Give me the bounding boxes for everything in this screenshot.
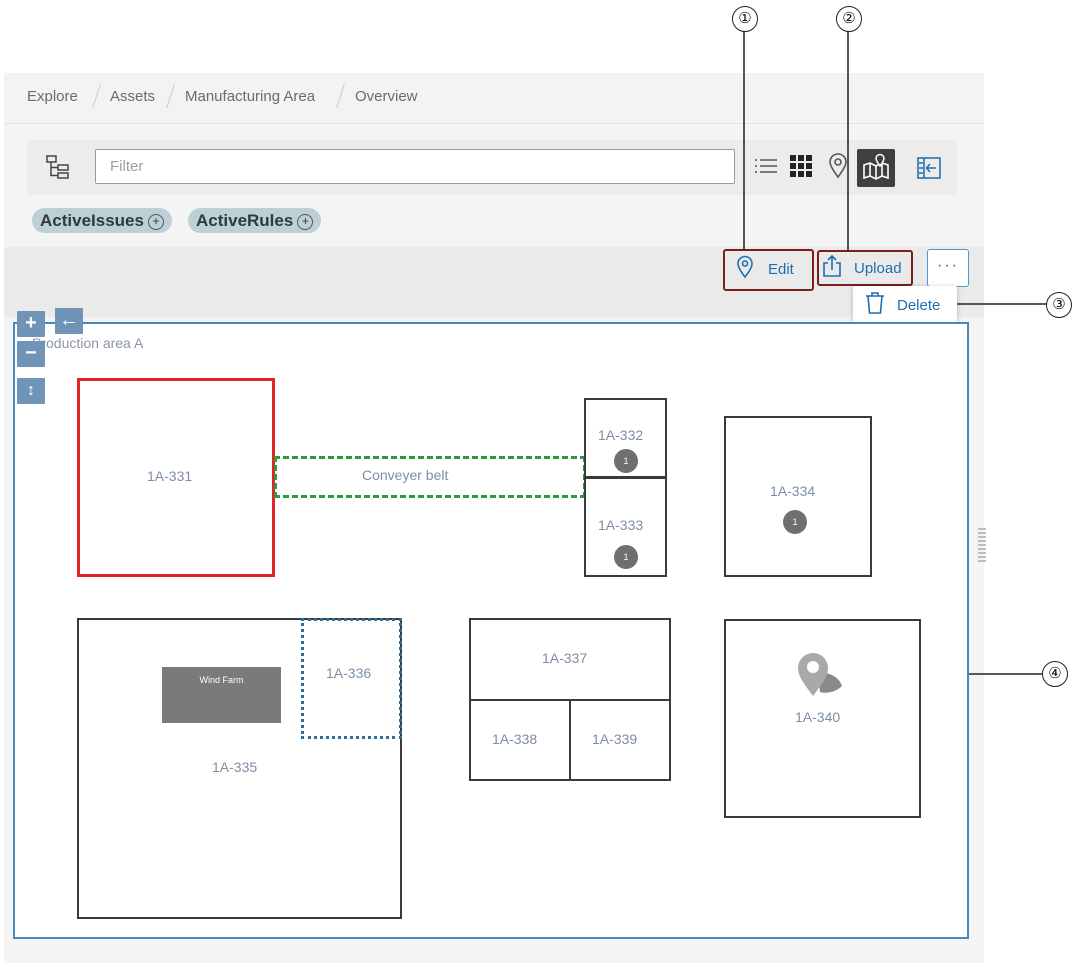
wind-farm-label: Wind Farm bbox=[199, 675, 244, 685]
room-label: 1A-336 bbox=[326, 665, 372, 681]
conveyor-label: Conveyer belt bbox=[362, 467, 449, 483]
location-pin-icon[interactable] bbox=[828, 153, 848, 184]
room-label: 1A-339 bbox=[592, 731, 638, 747]
room-1a-338[interactable] bbox=[469, 699, 571, 781]
filter-input[interactable] bbox=[95, 149, 735, 184]
map-view-icon[interactable] bbox=[857, 149, 895, 187]
zoom-in-button[interactable]: + bbox=[17, 311, 45, 337]
fit-to-screen-button[interactable]: ↕ bbox=[17, 378, 45, 404]
edit-button[interactable]: Edit bbox=[736, 252, 794, 286]
room-1a-331[interactable] bbox=[77, 378, 275, 577]
room-1a-332[interactable] bbox=[584, 398, 667, 478]
add-icon[interactable]: + bbox=[147, 214, 164, 230]
breadcrumb-item-manufacturing-area[interactable]: Manufacturing Area bbox=[185, 88, 316, 105]
chip-label: ActiveIssues bbox=[40, 211, 144, 230]
trash-icon bbox=[865, 291, 885, 319]
callout-number-4: ④ bbox=[1042, 661, 1068, 687]
callout-number-3: ③ bbox=[1046, 292, 1072, 318]
room-1a-336[interactable] bbox=[301, 618, 402, 739]
upload-icon bbox=[822, 254, 842, 282]
room-1a-339[interactable] bbox=[569, 699, 671, 781]
issue-count-badge: 1 bbox=[614, 545, 638, 569]
asset-location-icon[interactable] bbox=[796, 652, 846, 703]
location-pin-icon bbox=[736, 255, 754, 283]
issue-count-badge: 1 bbox=[614, 449, 638, 473]
callout-number-2: ② bbox=[836, 6, 862, 32]
room-label: 1A-338 bbox=[492, 731, 538, 747]
room-label: 1A-335 bbox=[212, 759, 258, 775]
delete-label: Delete bbox=[897, 296, 941, 314]
grid-view-icon[interactable] bbox=[790, 155, 812, 182]
chip-active-rules[interactable]: ActiveRules+ bbox=[188, 208, 322, 233]
room-label: 1A-337 bbox=[542, 650, 588, 666]
chip-label: ActiveRules bbox=[196, 211, 294, 230]
room-label: 1A-340 bbox=[795, 709, 841, 725]
room-label: 1A-334 bbox=[770, 483, 816, 499]
chip-active-issues[interactable]: ActiveIssues+ bbox=[32, 208, 172, 233]
breadcrumb bbox=[4, 73, 984, 124]
hierarchy-icon[interactable] bbox=[45, 154, 71, 185]
room-label: 1A-332 bbox=[598, 427, 644, 443]
zoom-out-button[interactable]: − bbox=[17, 341, 45, 367]
more-options-menu: Delete bbox=[853, 286, 957, 324]
more-options-button[interactable]: ··· bbox=[927, 249, 969, 287]
breadcrumb-item-explore[interactable]: Explore bbox=[27, 88, 78, 105]
issue-count-badge: 1 bbox=[783, 510, 807, 534]
breadcrumb-item-overview: Overview bbox=[355, 88, 418, 105]
callout-highlight-upload bbox=[817, 250, 913, 286]
wind-farm-asset[interactable]: Wind Farm bbox=[162, 667, 281, 723]
callout-number-1: ① bbox=[732, 6, 758, 32]
back-button[interactable]: ← bbox=[55, 308, 83, 334]
add-icon[interactable]: + bbox=[297, 214, 314, 230]
upload-label: Upload bbox=[854, 259, 902, 277]
room-1a-334[interactable] bbox=[724, 416, 872, 577]
map-action-bar bbox=[4, 247, 984, 317]
room-label: 1A-333 bbox=[598, 517, 644, 533]
edit-label: Edit bbox=[768, 260, 794, 278]
list-view-icon[interactable] bbox=[754, 156, 778, 181]
room-1a-340[interactable] bbox=[724, 619, 921, 818]
collapse-panel-icon[interactable] bbox=[917, 157, 941, 184]
room-label: 1A-331 bbox=[147, 468, 193, 484]
breadcrumb-item-assets[interactable]: Assets bbox=[110, 88, 156, 105]
delete-menu-item[interactable]: Delete bbox=[865, 288, 940, 322]
callout-highlight-edit bbox=[723, 249, 814, 291]
resize-handle[interactable] bbox=[978, 528, 986, 564]
area-title: Production area A bbox=[32, 335, 144, 351]
upload-button[interactable]: Upload bbox=[822, 251, 902, 285]
